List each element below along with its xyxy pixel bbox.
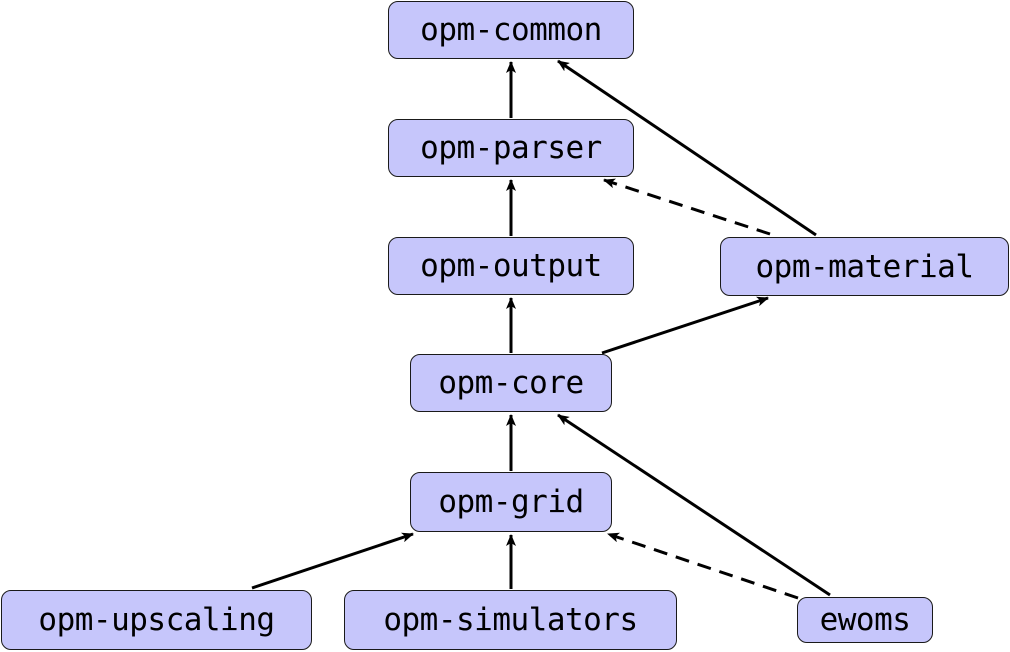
edge-opm-upscaling-to-opm-grid xyxy=(251,532,414,590)
node-opm-upscaling[interactable]: opm-upscaling xyxy=(1,590,312,650)
node-opm-parser[interactable]: opm-parser xyxy=(388,119,634,177)
node-opm-simulators[interactable]: opm-simulators xyxy=(344,590,677,650)
edge-opm-core-to-opm-material xyxy=(601,296,769,355)
node-opm-output[interactable]: opm-output xyxy=(388,237,634,295)
node-opm-grid[interactable]: opm-grid xyxy=(410,472,612,532)
edge-opm-material-to-opm-common xyxy=(557,59,817,237)
node-opm-material[interactable]: opm-material xyxy=(720,237,1009,296)
node-ewoms[interactable]: ewoms xyxy=(797,597,933,643)
node-opm-common[interactable]: opm-common xyxy=(388,1,634,59)
node-opm-core[interactable]: opm-core xyxy=(410,354,612,412)
edge-ewoms-to-opm-grid-dashed xyxy=(607,532,799,600)
edge-opm-material-to-opm-parser-dashed xyxy=(603,178,771,236)
edge-ewoms-to-opm-core xyxy=(557,413,831,597)
